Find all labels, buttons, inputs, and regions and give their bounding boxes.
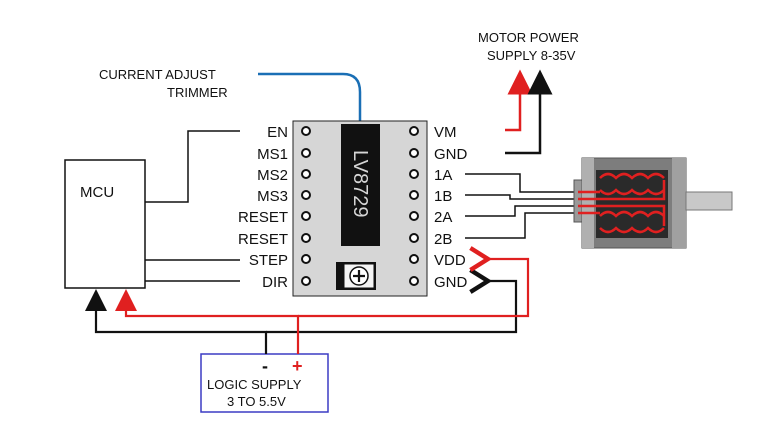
trimmer-pointer-wire [258, 72, 372, 280]
pin-label-ms3: MS3 [257, 188, 288, 205]
pin-pad-ms2 [301, 169, 311, 179]
pin-pad-reset-2 [301, 233, 311, 243]
motor-end-cap-left [573, 179, 583, 223]
mcu-en-wire [145, 130, 240, 203]
left-pins: EN MS1 MS2 MS3 RESET RESET STEP DIR [238, 124, 311, 291]
motor-wire-1b [465, 194, 578, 200]
motor-wire-2a [465, 205, 578, 217]
driver-chip [341, 124, 380, 246]
logic-ground-wire-driver [266, 268, 518, 334]
pin-label-dir: DIR [262, 274, 288, 291]
pin-pad-2b [409, 233, 419, 243]
motor-wire-1a [465, 173, 578, 193]
pin-pad-dir [301, 276, 311, 286]
pin-label-step: STEP [249, 252, 288, 269]
pin-label-1a: 1A [434, 167, 452, 184]
pin-pad-en [301, 126, 311, 136]
pin-label-ms1: MS1 [257, 146, 288, 163]
motor-wire-2b [465, 212, 578, 239]
pin-label-1b: 1B [434, 188, 452, 205]
motor-coil-icon [578, 172, 666, 234]
pin-pad-vm [409, 126, 419, 136]
logic-positive-wire [115, 289, 300, 354]
pin-label-reset-2: RESET [238, 231, 288, 248]
logic-plus-label: + [292, 356, 303, 376]
motor-power-label-line2: SUPPLY 8-35V [487, 48, 576, 63]
pin-pad-1b [409, 190, 419, 200]
mcu-label: MCU [80, 184, 114, 201]
logic-positive-wire-driver [298, 246, 530, 318]
pin-pad-gnd-2 [409, 276, 419, 286]
logic-supply-box [200, 353, 329, 413]
pin-label-en: EN [267, 124, 288, 141]
pin-label-reset: RESET [238, 209, 288, 226]
pin-pad-gnd [409, 148, 419, 158]
pin-label-vdd: VDD [434, 252, 466, 269]
trimmer-label-line1: CURRENT ADJUST [99, 67, 216, 82]
logic-minus-label: - [262, 356, 268, 376]
pin-label-2a: 2A [434, 209, 452, 226]
motor-power-ground-wire [505, 69, 553, 155]
motor-power-label-line1: MOTOR POWER [478, 30, 579, 45]
pin-pad-step [301, 254, 311, 264]
motor-body-highlight [582, 158, 594, 248]
logic-ground-wire [85, 289, 268, 354]
motor-power-positive-wire [505, 69, 533, 132]
stepper-motor [573, 157, 733, 249]
pin-pad-vdd [409, 254, 419, 264]
trimmer-label-line2: TRIMMER [167, 85, 228, 100]
pin-pad-reset [301, 211, 311, 221]
motor-shaft [685, 191, 733, 211]
logic-supply-label-line2: 3 TO 5.5V [227, 394, 286, 409]
logic-supply-label-line1: LOGIC SUPPLY [207, 377, 302, 392]
pin-label-ms2: MS2 [257, 167, 288, 184]
pin-label-vm: VM [434, 124, 457, 141]
pin-pad-ms1 [301, 148, 311, 158]
motor-body-highlight-right [672, 158, 686, 248]
mcu-box [64, 159, 146, 289]
pin-pad-ms3 [301, 190, 311, 200]
pin-pad-1a [409, 169, 419, 179]
pin-label-2b: 2B [434, 231, 452, 248]
trimmer-plus-icon [353, 270, 365, 282]
right-pins: VM GND 1A 1B 2A 2B VDD GND [409, 124, 468, 291]
driver-chip-marking: LV8729 [349, 150, 371, 217]
pin-pad-2a [409, 211, 419, 221]
pin-label-gnd: GND [434, 146, 468, 163]
pin-label-gnd-2: GND [434, 274, 468, 291]
